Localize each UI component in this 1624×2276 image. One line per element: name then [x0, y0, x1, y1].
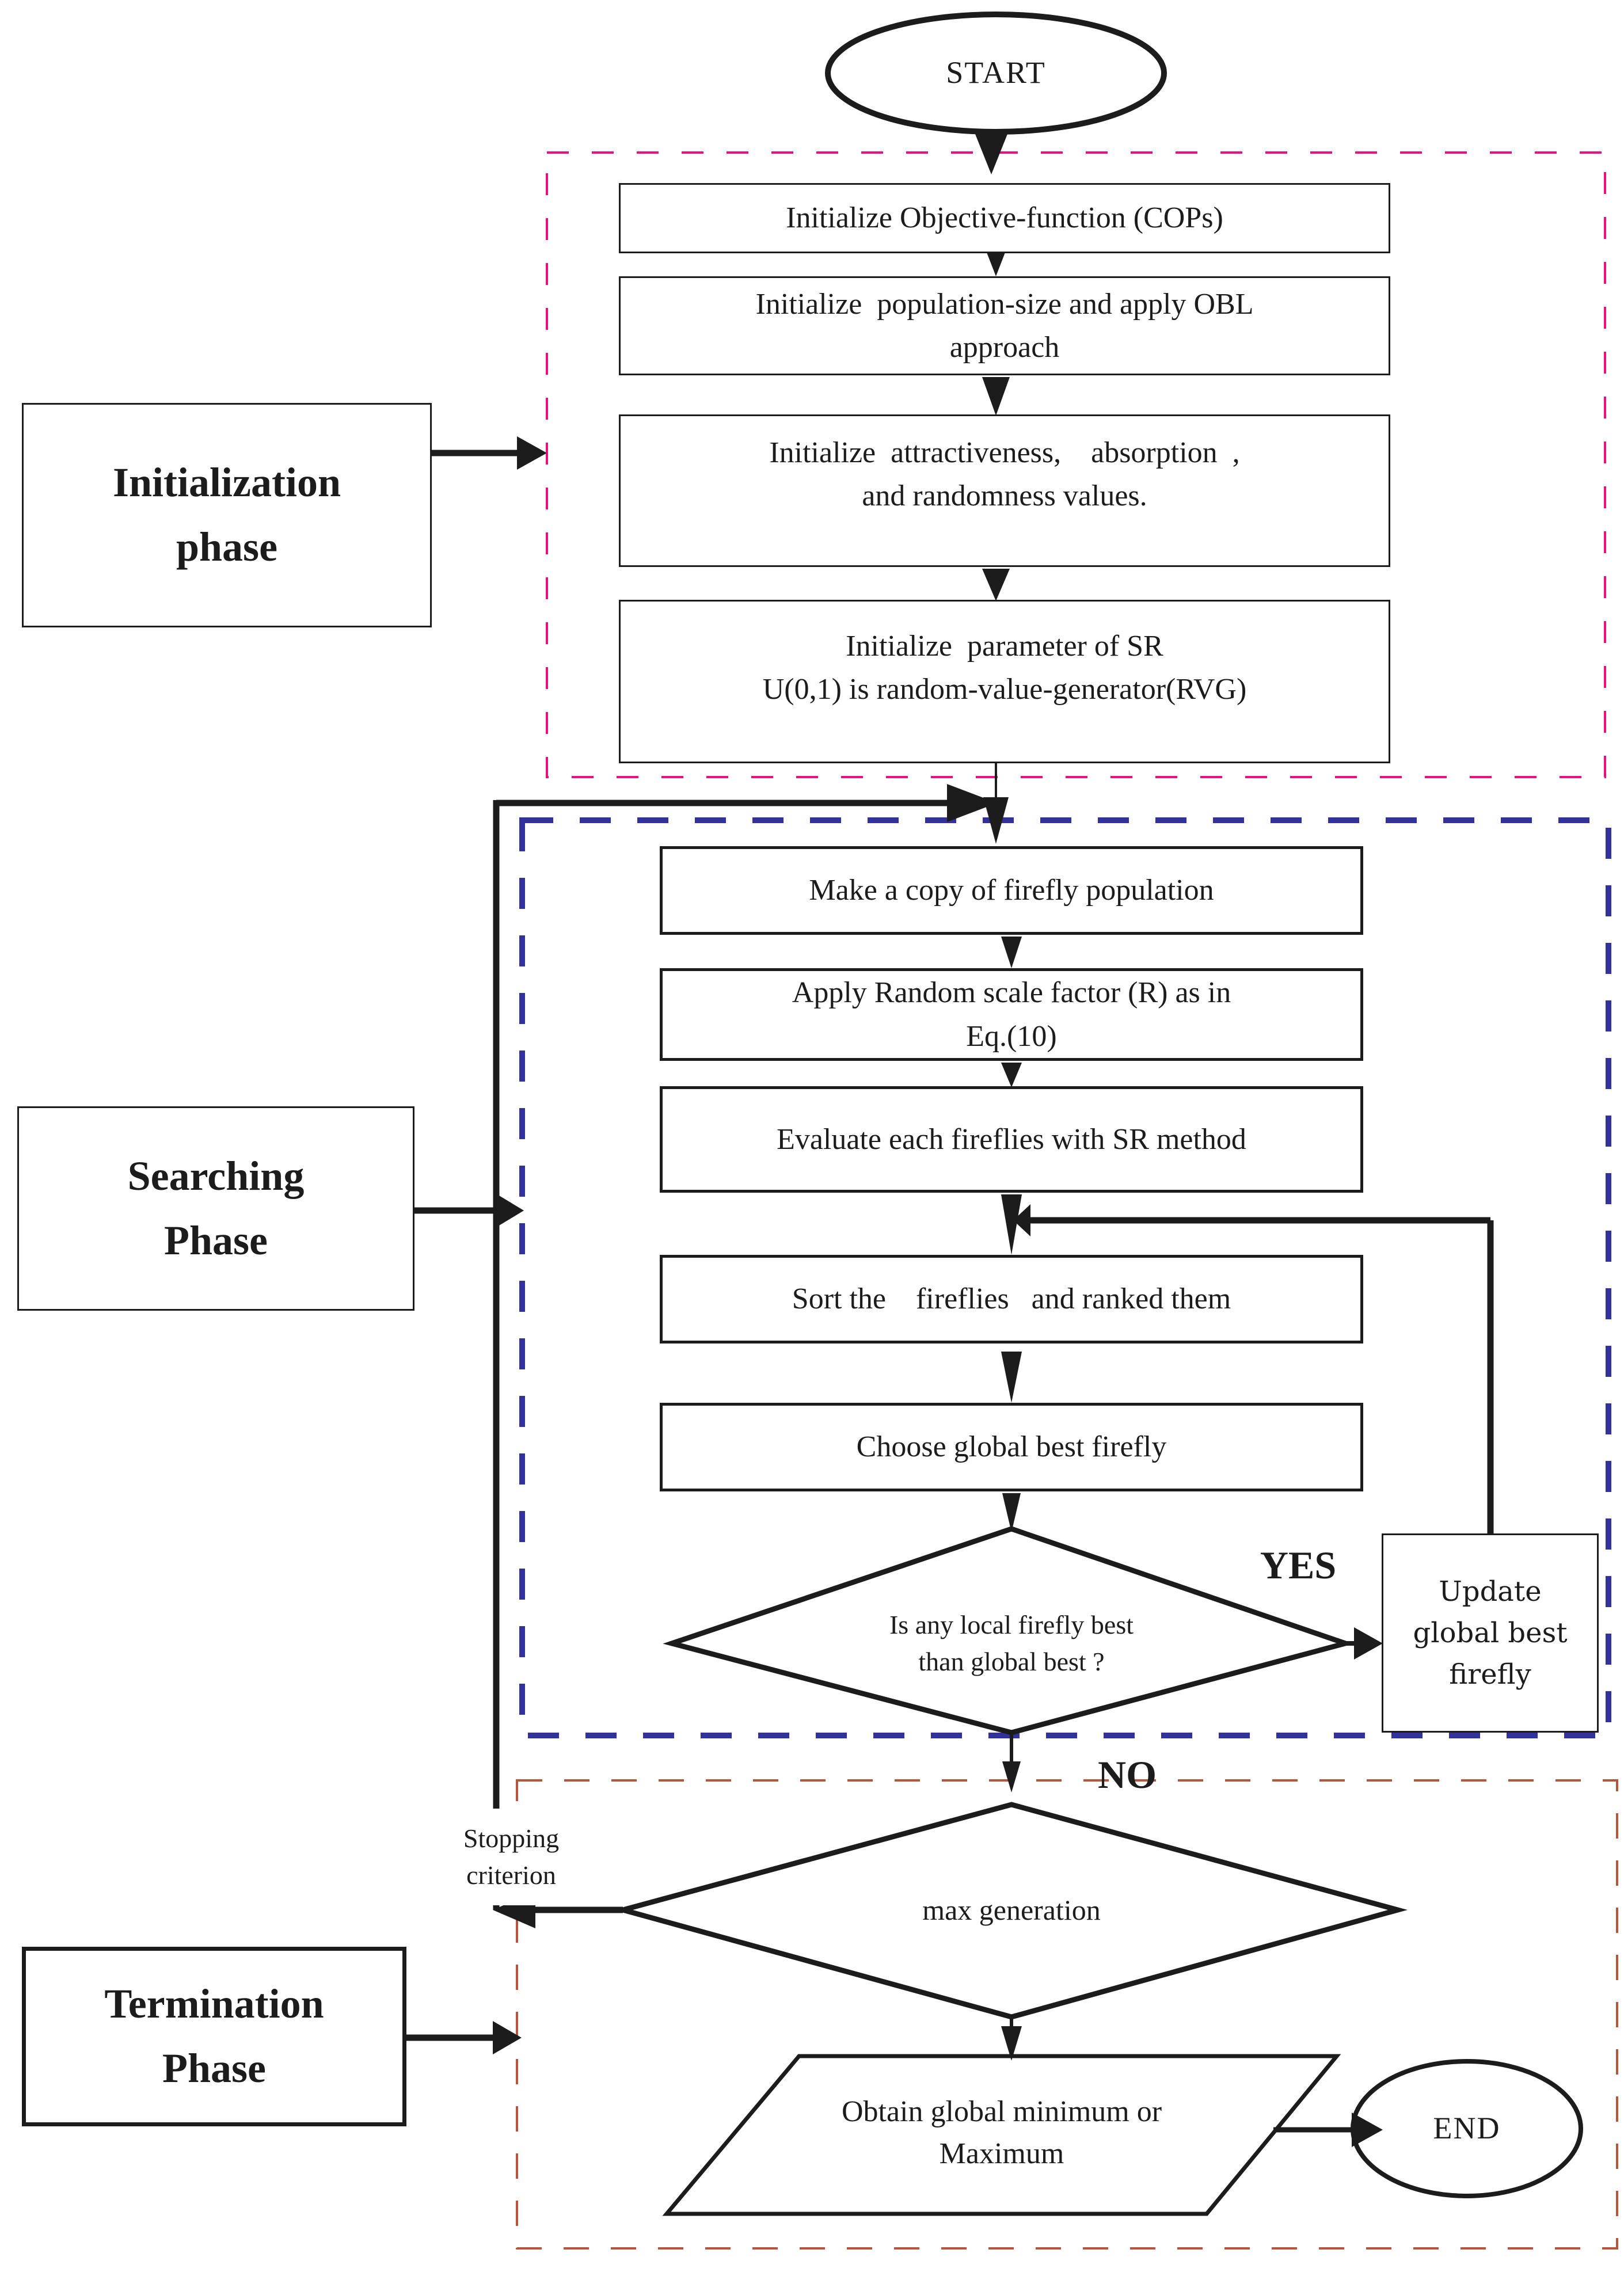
arrowhead-termination-label	[493, 2021, 522, 2054]
arrow-population-to-attractiveness	[982, 377, 1010, 416]
start-terminal-label: START	[946, 55, 1046, 90]
arrowhead-into-end	[1352, 2113, 1383, 2147]
decision-max-generation-label: max generation	[922, 1894, 1101, 1926]
output-parallelogram-shape	[662, 2054, 1341, 2216]
process-sort-fireflies: Sort the fireflies and ranked them	[660, 1255, 1363, 1343]
process-init-objective: Initialize Objective-function (COPs)	[619, 183, 1390, 253]
arrow-attractiveness-to-sr	[982, 569, 1010, 601]
arrowhead-searching-label	[496, 1194, 524, 1227]
process-init-attractiveness: Initialize attractiveness, absorption , …	[619, 414, 1390, 567]
output-obtain-global-label: Obtain global minimum or Maximum	[841, 2095, 1162, 2170]
process-update-global-best: Update global best firefly	[1382, 1533, 1599, 1733]
arrow-sort-to-choose	[1001, 1352, 1022, 1403]
arrowhead-into-output	[1001, 2026, 1022, 2061]
arrowhead-initialization-label	[517, 436, 547, 470]
initialization-phase-dashed-boundary	[546, 151, 1606, 778]
stopping-criterion-label: Stopping criterion	[444, 1809, 578, 1905]
arrow-into-make-copy	[983, 797, 1009, 844]
loopback-arrowhead-into-main-flow	[947, 784, 997, 822]
end-terminal-label: END	[1433, 2111, 1501, 2146]
searching-phase-dashed-boundary	[519, 817, 1611, 1738]
initialization-phase-label-box: Initialization phase	[22, 403, 432, 627]
arrowhead-no-into-max-generation	[1002, 1761, 1021, 1792]
feedback-arrowhead-into-sort-junction	[1013, 1204, 1030, 1236]
yes-branch-label: YES	[1260, 1543, 1337, 1588]
searching-phase-label-box: Searching Phase	[17, 1106, 414, 1311]
decision-local-vs-global-label: Is any local firefly best than global be…	[889, 1609, 1134, 1676]
arrow-start-to-init-objective	[974, 131, 1009, 174]
termination-phase-dashed-boundary	[516, 1779, 1618, 2250]
arrowhead-yes-into-update	[1354, 1627, 1383, 1660]
process-choose-global-best: Choose global best firefly	[660, 1403, 1363, 1491]
process-init-sr: Initialize parameter of SR U(0,1) is ran…	[619, 600, 1390, 763]
process-make-copy: Make a copy of firefly population	[660, 846, 1363, 935]
termination-phase-label-box: Termination Phase	[22, 1947, 406, 2126]
arrow-apply-rsf-to-evaluate	[1001, 1063, 1022, 1087]
arrow-choose-to-decision	[1002, 1493, 1021, 1532]
arrow-evaluate-to-sort	[1001, 1194, 1022, 1255]
process-evaluate-fireflies: Evaluate each fireflies with SR method	[660, 1086, 1363, 1193]
process-apply-random-scale-factor: Apply Random scale factor (R) as in Eq.(…	[660, 968, 1363, 1061]
arrow-make-copy-to-apply-rsf	[1001, 937, 1022, 968]
process-init-population: Initialize population-size and apply OBL…	[619, 276, 1390, 375]
no-branch-label: NO	[1098, 1753, 1157, 1797]
